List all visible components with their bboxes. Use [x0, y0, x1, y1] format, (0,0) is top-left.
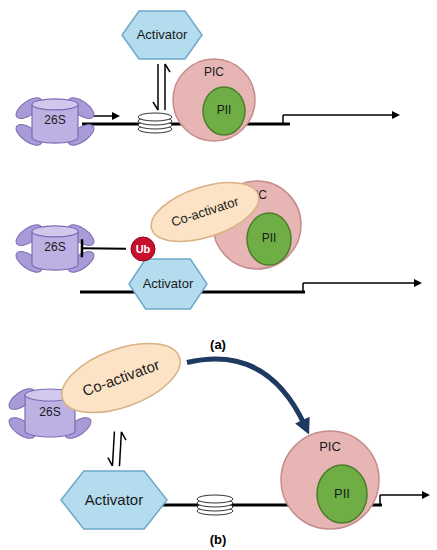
activator-hexagon: Activator — [121, 10, 203, 60]
connector — [82, 239, 126, 257]
nucleosome — [138, 113, 172, 133]
pic-circle: PIC PII — [172, 58, 256, 142]
node-label: PIC — [204, 66, 224, 79]
arrow-head — [295, 417, 310, 435]
activator-hexagon: Activator — [128, 258, 208, 310]
activator-hexagon: Activator — [60, 470, 168, 530]
connector — [187, 359, 310, 435]
harpoon-barb — [121, 432, 126, 440]
node-label: Activator — [137, 28, 188, 42]
node-label: Activator — [143, 277, 194, 291]
harpoon-line — [112, 431, 114, 465]
harpoon-line — [119, 432, 121, 466]
node-label: PII — [262, 232, 277, 245]
proteasome-26s: 26S — [32, 98, 78, 144]
panel-label: (a) — [210, 337, 226, 352]
node-label: 26S — [44, 241, 65, 254]
tss-arrow — [380, 491, 430, 505]
nucleosome — [197, 495, 233, 515]
coactivator-ellipse: Co-activator — [52, 328, 191, 427]
ubiquitin-circle: Ub — [130, 236, 156, 262]
binding-equilibrium — [153, 64, 170, 110]
pol-ii-ellipse: PII — [316, 464, 368, 524]
node-label: Ub — [136, 243, 151, 255]
tss-arrow — [283, 111, 400, 124]
pol-ii-ellipse: PII — [246, 212, 292, 266]
curved-arrow — [187, 359, 305, 426]
panel-label: (b) — [210, 532, 227, 547]
tss-arrow — [303, 279, 422, 292]
harpoon-barb — [108, 458, 113, 466]
node-label: PII — [217, 104, 232, 117]
proteasome-26s: 26S — [32, 225, 78, 271]
pic-circle: PIC PII — [280, 430, 380, 530]
node-label: 26S — [39, 406, 60, 419]
node-label: Activator — [85, 492, 143, 509]
connector-line — [82, 247, 126, 250]
connector — [108, 431, 126, 466]
node-label: PIC — [319, 440, 341, 454]
inhibition-bar — [81, 239, 84, 257]
node-label: 26S — [44, 114, 65, 127]
node-label: PII — [334, 487, 350, 501]
pol-ii-ellipse: PII — [202, 86, 246, 136]
